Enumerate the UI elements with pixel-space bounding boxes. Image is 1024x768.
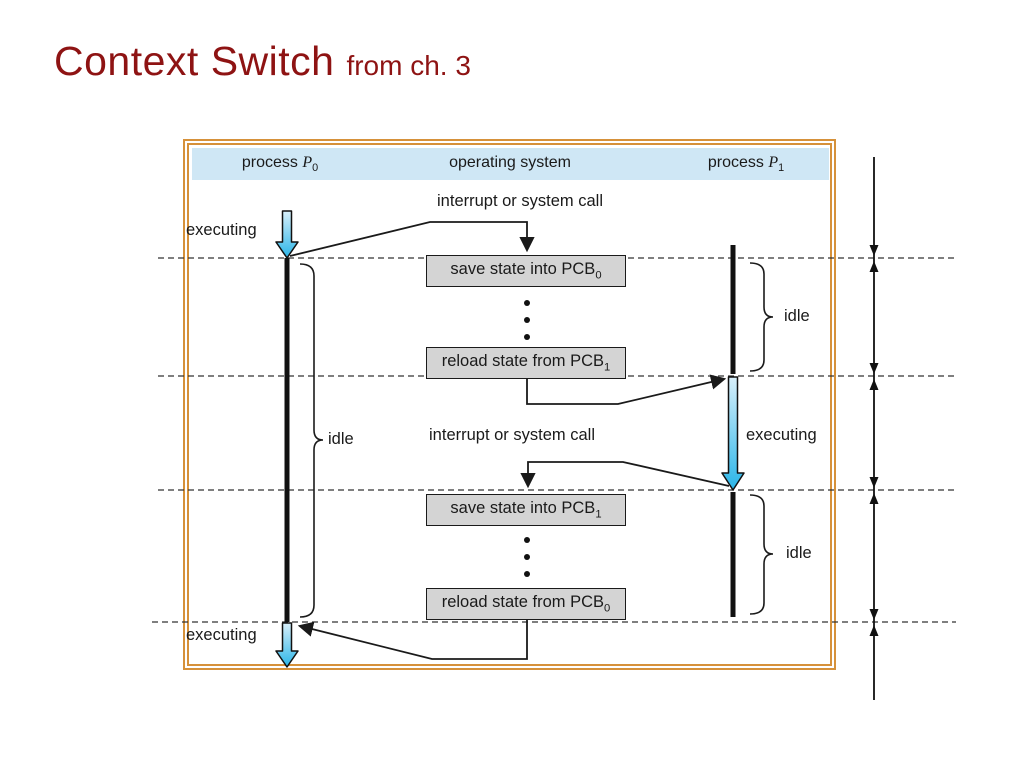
process-p0-header: process P0 (241, 154, 319, 175)
time-axis (869, 157, 879, 700)
time-axis-arrowheads (869, 245, 879, 636)
column-header-bar: process P0 operating system process P1 (192, 148, 829, 180)
diagram-frame (183, 139, 836, 670)
reload-state-pcb1-box: reload state from PCB1 (426, 347, 626, 379)
save-state-pcb1-box: save state into PCB1 (426, 494, 626, 526)
operating-system-header: operating system (449, 154, 571, 171)
executing-label-p1: executing (746, 426, 817, 444)
process-p1-header: process P1 (707, 154, 785, 175)
idle-label-p1-top: idle (784, 307, 810, 325)
interrupt-label-bottom: interrupt or system call (429, 426, 595, 444)
slide-title-main: Context Switch (54, 38, 335, 84)
slide-title: Context Switch from ch. 3 (54, 38, 471, 85)
interrupt-label-top: interrupt or system call (437, 192, 603, 210)
idle-label-p0: idle (328, 430, 354, 448)
executing-label-p0-top: executing (186, 221, 257, 239)
save-state-pcb0-box: save state into PCB0 (426, 255, 626, 287)
executing-label-p0-bottom: executing (186, 626, 257, 644)
idle-label-p1-bottom: idle (786, 544, 812, 562)
reload-state-pcb0-box: reload state from PCB0 (426, 588, 626, 620)
slide-title-suffix: from ch. 3 (346, 50, 471, 81)
